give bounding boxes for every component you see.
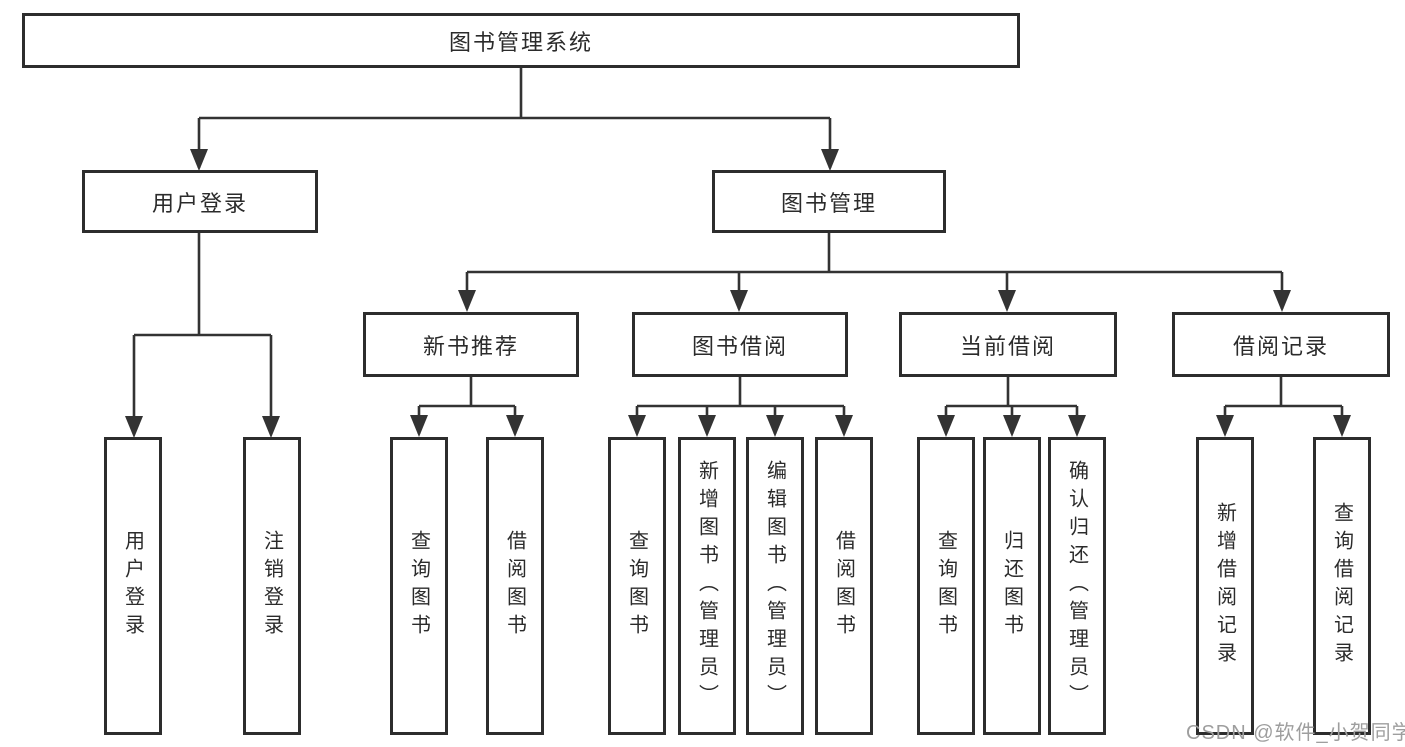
leaf-records-query-record: 查询借阅记录 [1313,437,1371,735]
leaf-borrow-add-books-admin-label: 新增图书（管理员） [695,460,718,712]
leaf-borrow-query-books-label: 查询图书 [625,530,648,642]
connector-borrow-to-leaves [635,377,846,434]
leaf-borrow-borrow-books-label: 借阅图书 [832,530,855,642]
csdn-watermark: CSDN @软件_小贺同学 [1186,722,1405,744]
leaf-borrow-add-books-admin: 新增图书（管理员） [678,437,736,735]
node-new-book-recommend: 新书推荐 [363,312,579,377]
leaf-borrow-borrow-books: 借阅图书 [815,437,873,735]
leaf-newrec-query-books: 查询图书 [390,437,448,735]
node-borrow-records: 借阅记录 [1172,312,1390,377]
leaf-current-return-books-label: 归还图书 [1000,530,1023,642]
leaf-newrec-borrow-books-label: 借阅图书 [503,530,526,642]
leaf-records-query-record-label: 查询借阅记录 [1330,502,1353,670]
arrowheads [125,149,1351,438]
leaf-borrow-edit-books-admin-label: 编辑图书（管理员） [763,460,786,712]
leaf-current-confirm-return-admin: 确认归还（管理员） [1048,437,1106,735]
connector-newrec-to-leaves [417,377,517,434]
leaf-current-return-books: 归还图书 [983,437,1041,735]
leaf-current-confirm-return-admin-label: 确认归还（管理员） [1065,460,1088,712]
connector-records-to-leaves [1223,377,1344,434]
connector-root-to-level2 [197,67,832,168]
leaf-user-login: 用户登录 [104,437,162,735]
leaf-newrec-query-books-label: 查询图书 [407,530,430,642]
connector-bookmgmt-to-level3 [465,233,1284,309]
leaf-user-login-label: 用户登录 [121,530,144,642]
connector-userlogin-to-leaves [132,233,273,434]
node-user-login: 用户登录 [82,170,318,233]
node-library-system: 图书管理系统 [22,13,1020,68]
leaf-records-add-record: 新增借阅记录 [1196,437,1254,735]
leaf-records-add-record-label: 新增借阅记录 [1213,502,1236,670]
leaf-borrow-edit-books-admin: 编辑图书（管理员） [746,437,804,735]
node-book-borrow: 图书借阅 [632,312,848,377]
leaf-borrow-query-books: 查询图书 [608,437,666,735]
leaf-current-query-books-label: 查询图书 [934,530,957,642]
leaf-current-query-books: 查询图书 [917,437,975,735]
leaf-logout: 注销登录 [243,437,301,735]
leaf-newrec-borrow-books: 借阅图书 [486,437,544,735]
node-current-borrow: 当前借阅 [899,312,1117,377]
leaf-logout-label: 注销登录 [260,530,283,642]
node-book-management: 图书管理 [712,170,946,233]
